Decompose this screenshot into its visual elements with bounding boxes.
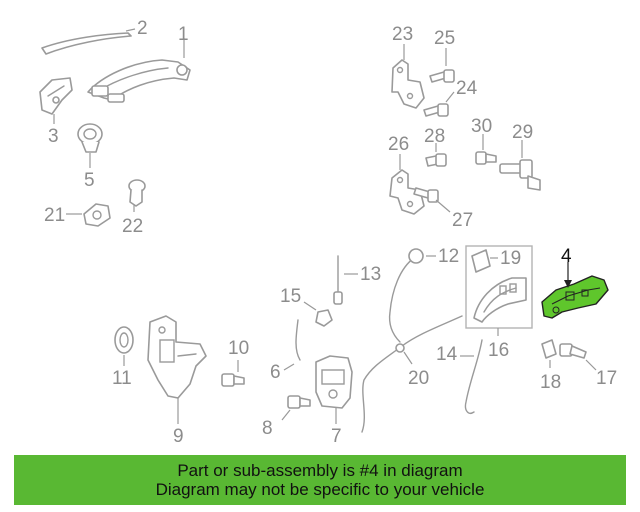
callout-22: 22: [122, 216, 143, 237]
part-15-clip[interactable]: [303, 301, 333, 327]
info-banner: Part or sub-assembly is #4 in diagram Di…: [14, 455, 626, 505]
callout-17: 17: [596, 368, 617, 389]
callout-8: 8: [262, 418, 273, 439]
callout-9: 9: [173, 426, 184, 447]
callout-30: 30: [471, 116, 492, 137]
part-28-bolt[interactable]: [425, 143, 447, 167]
part-7-latch[interactable]: [315, 355, 353, 424]
callout-14: 14: [436, 344, 458, 365]
part-16-inside-handle-group[interactable]: [465, 245, 533, 336]
parts-diagram: 1 2 3 4 5 6 7 8 9 10 11 12 13 14 15 16 1…: [39, 18, 617, 447]
callout-12: 12: [438, 246, 459, 267]
part-29-door-check[interactable]: [499, 140, 541, 191]
part-1-outside-handle[interactable]: [87, 38, 191, 103]
callout-27: 27: [452, 210, 473, 231]
part-5-lock-cylinder[interactable]: [77, 123, 103, 168]
part-20-cable[interactable]: [361, 315, 463, 433]
part-3-handle-bracket[interactable]: [39, 77, 73, 124]
callout-6: 6: [270, 362, 281, 383]
part-17-bolt[interactable]: [559, 343, 597, 371]
part-19-bezel[interactable]: [471, 249, 498, 273]
callout-15: 15: [280, 286, 301, 307]
callout-2: 2: [137, 18, 148, 39]
callout-3: 3: [48, 126, 59, 147]
callout-21: 21: [44, 205, 65, 226]
callout-labels: 1 2 3 4 5 6 7 8 9 10 11 12 13 14 15 16 1…: [44, 18, 617, 447]
part-22-clip[interactable]: [128, 179, 146, 212]
part-18-clip[interactable]: [541, 339, 557, 368]
callout-5: 5: [84, 170, 95, 191]
part-4-handle-reinforcement-highlighted[interactable]: [541, 262, 609, 319]
part-26-lower-hinge[interactable]: [389, 154, 425, 215]
callout-11: 11: [112, 368, 132, 389]
callout-7: 7: [331, 426, 342, 447]
callout-23: 23: [392, 24, 413, 45]
callout-24: 24: [456, 78, 478, 99]
part-14-cable[interactable]: [460, 339, 483, 414]
part-10-bolt[interactable]: [221, 360, 245, 387]
callout-18: 18: [540, 372, 561, 393]
part-21-gasket[interactable]: [66, 203, 111, 227]
callout-20: 20: [408, 368, 429, 389]
callout-10: 10: [228, 338, 249, 359]
part-24-bolt[interactable]: [423, 91, 455, 117]
part-27-bolt[interactable]: [413, 187, 451, 213]
banner-line-2: Diagram may not be specific to your vehi…: [155, 480, 485, 499]
part-13-rod[interactable]: [333, 255, 358, 305]
callout-19: 19: [500, 248, 521, 269]
callout-29: 29: [512, 122, 533, 143]
part-2-handle-cover[interactable]: [41, 28, 136, 55]
part-11-grommet[interactable]: [114, 326, 134, 366]
callout-13: 13: [360, 264, 381, 285]
callout-25: 25: [434, 28, 455, 49]
part-25-bolt[interactable]: [429, 48, 455, 83]
callout-28: 28: [424, 126, 445, 147]
part-12-cable[interactable]: [388, 248, 436, 343]
part-30-bolt[interactable]: [475, 134, 497, 165]
banner-line-1: Part or sub-assembly is #4 in diagram: [177, 461, 463, 480]
callout-26: 26: [388, 134, 409, 155]
callout-1: 1: [178, 24, 189, 45]
callout-4: 4: [561, 246, 572, 267]
part-8-bolt[interactable]: [281, 395, 311, 421]
part-23-upper-hinge[interactable]: [391, 44, 425, 109]
part-6-rod[interactable]: [283, 319, 301, 371]
callout-16: 16: [488, 340, 509, 361]
part-9-actuator[interactable]: [147, 315, 207, 424]
